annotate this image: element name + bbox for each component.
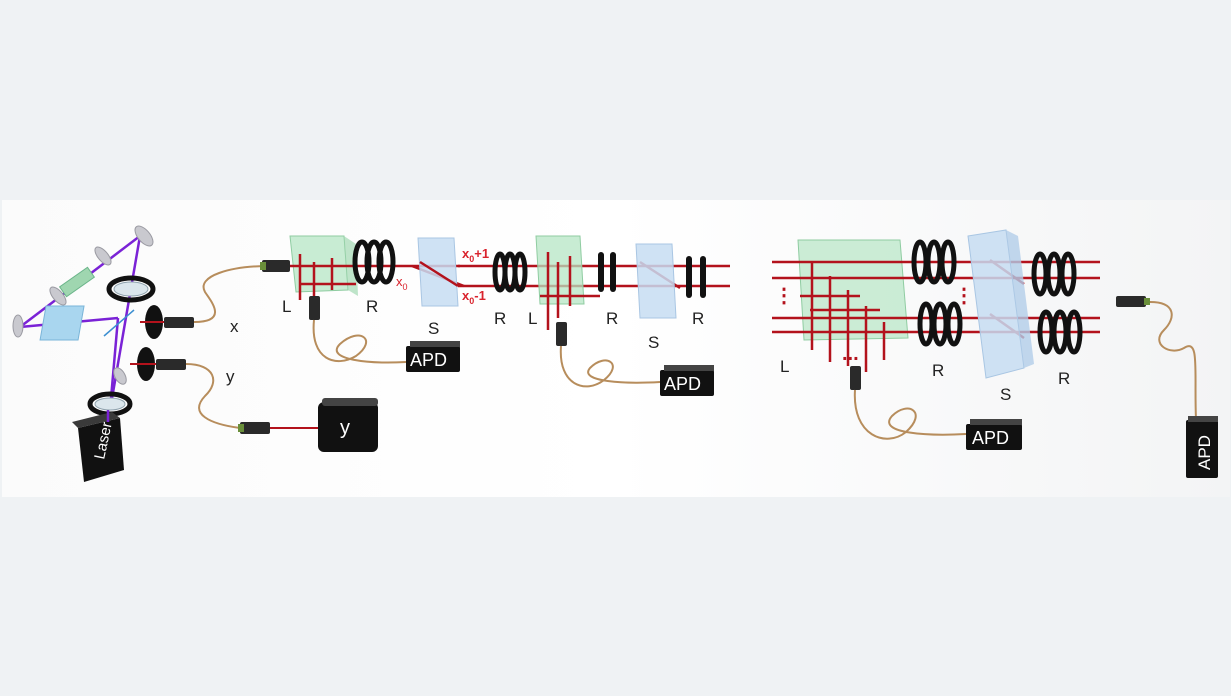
fiber-coupler <box>556 322 567 346</box>
rotator-ring <box>610 252 616 292</box>
label-L3: L <box>780 357 789 376</box>
apd-label-1: APD <box>410 350 447 370</box>
diagram-panel <box>2 200 1230 497</box>
label-R6: R <box>1058 369 1070 388</box>
label-R2: R <box>494 309 506 328</box>
label-x: x <box>230 317 239 336</box>
label-S3: S <box>1000 385 1011 404</box>
label-S2: S <box>648 333 659 352</box>
apd-box-4: APD <box>1186 416 1218 478</box>
apd-label-2: APD <box>664 374 701 394</box>
rotator-ring <box>700 256 706 298</box>
apd-box-3: APD <box>966 419 1022 450</box>
apd-box-1: APD <box>406 341 460 372</box>
fiber-coupler <box>262 260 290 272</box>
label-R4: R <box>692 309 704 328</box>
fiber-coupler <box>1116 296 1146 307</box>
rotator-ring <box>686 256 692 298</box>
lens-cube-2 <box>536 236 584 304</box>
fiber-coupler <box>164 317 194 328</box>
label-L1: L <box>282 297 291 316</box>
apd-box-2: APD <box>660 365 714 396</box>
rotator-ring <box>598 252 604 292</box>
fiber-coupler <box>156 359 186 370</box>
splitter-prism-2 <box>636 244 676 318</box>
fiber-coupler <box>240 422 270 434</box>
apd-label-4: APD <box>1195 435 1214 470</box>
mirror <box>13 315 23 337</box>
detector-y-box: y <box>318 398 378 452</box>
detector-y-label: y <box>340 417 350 439</box>
lens-cube-3 <box>798 240 908 340</box>
label-y: y <box>226 367 235 386</box>
label-L2: L <box>528 309 537 328</box>
dots-horizontal: ... <box>842 343 859 365</box>
fiber-coupler <box>309 296 320 320</box>
fiber-coupler <box>850 366 861 390</box>
beam-splitter-cube <box>40 306 84 340</box>
dots-vertical-left: ⋮ <box>774 285 794 307</box>
label-R5: R <box>932 361 944 380</box>
label-R1: R <box>366 297 378 316</box>
label-R3: R <box>606 309 618 328</box>
label-S1: S <box>428 319 439 338</box>
apd-label-3: APD <box>972 428 1009 448</box>
